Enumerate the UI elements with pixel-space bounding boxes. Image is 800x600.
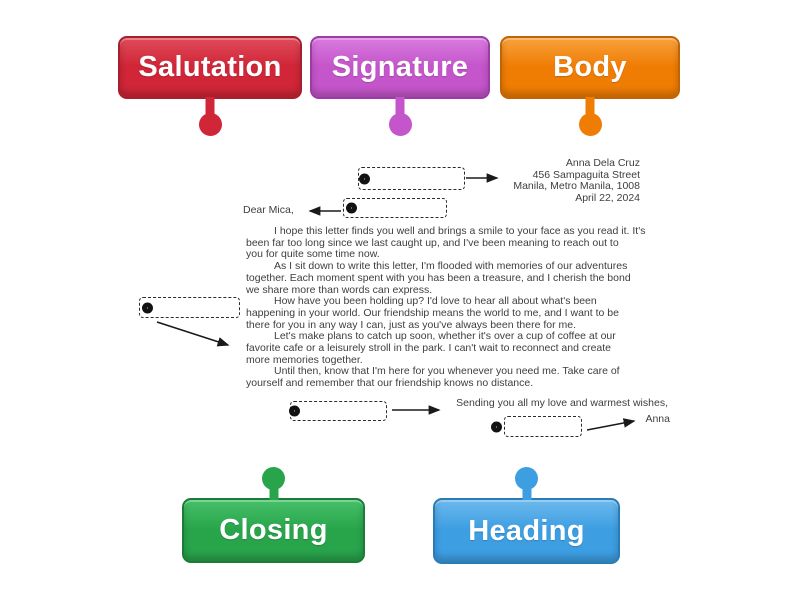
drop-zone-near-signature[interactable]: [491, 416, 582, 437]
drop-zone-near-body[interactable]: [139, 297, 240, 318]
heading-line: 456 Sampaguita Street: [532, 168, 640, 181]
letter-line: How have you been holding up? I'd love t…: [274, 295, 597, 308]
label-text: Body: [553, 51, 627, 83]
draggable-label-body[interactable]: Body: [500, 36, 680, 114]
zone-marker-circle-icon: [491, 421, 502, 432]
draggable-label-salutation[interactable]: Salutation: [118, 36, 302, 114]
label-pin-icon: [522, 488, 531, 500]
letter-line: As I sit down to write this letter, I'm …: [274, 260, 628, 273]
zone-marker-circle-icon: [289, 405, 300, 417]
label-pin-icon: [205, 97, 215, 114]
zone-marker-circle-icon: [359, 173, 370, 184]
letter-line: there for you in any way I can, just as …: [246, 318, 577, 331]
heading-line: April 22, 2024: [575, 192, 640, 205]
letter-paragraph: Until then, know that I'm here for you w…: [246, 366, 645, 389]
label-text: Signature: [331, 51, 469, 83]
letter-line: I hope this letter finds you well and br…: [274, 225, 646, 237]
letter-closing-line: Sending you all my love and warmest wish…: [456, 397, 668, 409]
label-pin-icon: [585, 97, 595, 114]
label-text: Heading: [468, 514, 585, 547]
letter-line: Let's make plans to catch up soon, wheth…: [274, 330, 616, 343]
letter-paragraph: How have you been holding up? I'd love t…: [246, 296, 645, 331]
label-pin-icon: [269, 488, 278, 500]
letter-line: we share more than words can express.: [246, 283, 433, 296]
heading-line: Anna Dela Cruz: [565, 157, 640, 169]
letter-paragraph: I hope this letter finds you well and br…: [246, 225, 646, 261]
letter-line: been far too long since we last caught u…: [246, 236, 619, 249]
letter-paragraph: Let's make plans to catch up soon, wheth…: [246, 331, 645, 366]
label-text: Salutation: [138, 51, 282, 83]
heading-line: Manila, Metro Manila, 1008: [513, 180, 640, 193]
letter-body-block: I hope this letter finds you well and br…: [246, 225, 646, 390]
label-text: Closing: [219, 514, 328, 546]
letter-paragraph: As I sit down to write this letter, I'm …: [246, 260, 645, 296]
letter-line: more memories together.: [246, 353, 363, 366]
draggable-label-closing[interactable]: Closing: [182, 488, 365, 563]
zone-marker-circle-icon: [346, 202, 357, 214]
letter-line: happening in your world. Our friendship …: [246, 306, 619, 319]
arrow-to-signature: [586, 418, 636, 431]
label-pin-icon: [395, 97, 405, 114]
zone-marker-circle-icon: [142, 302, 153, 313]
drop-zone-near-closing[interactable]: [289, 401, 387, 421]
letter-line: yourself and remember that our friendshi…: [246, 377, 534, 390]
draggable-label-heading[interactable]: Heading: [433, 488, 620, 564]
drop-zone-near-salutation[interactable]: [343, 198, 447, 218]
letter-line: together. Each moment spent with you has…: [246, 271, 631, 284]
letter-line: you for quite some time now.: [246, 248, 380, 261]
letter-line: Until then, know that I'm here for you w…: [274, 365, 620, 378]
drop-zone-near-heading[interactable]: [358, 167, 465, 190]
arrow-to-body: [156, 321, 230, 347]
letter-line: favorite cafe or a leisurely stroll in t…: [246, 342, 612, 355]
draggable-label-signature[interactable]: Signature: [310, 36, 490, 114]
letter-signature-line: Anna: [645, 413, 670, 425]
letter-salutation-line: Dear Mica,: [243, 204, 294, 216]
